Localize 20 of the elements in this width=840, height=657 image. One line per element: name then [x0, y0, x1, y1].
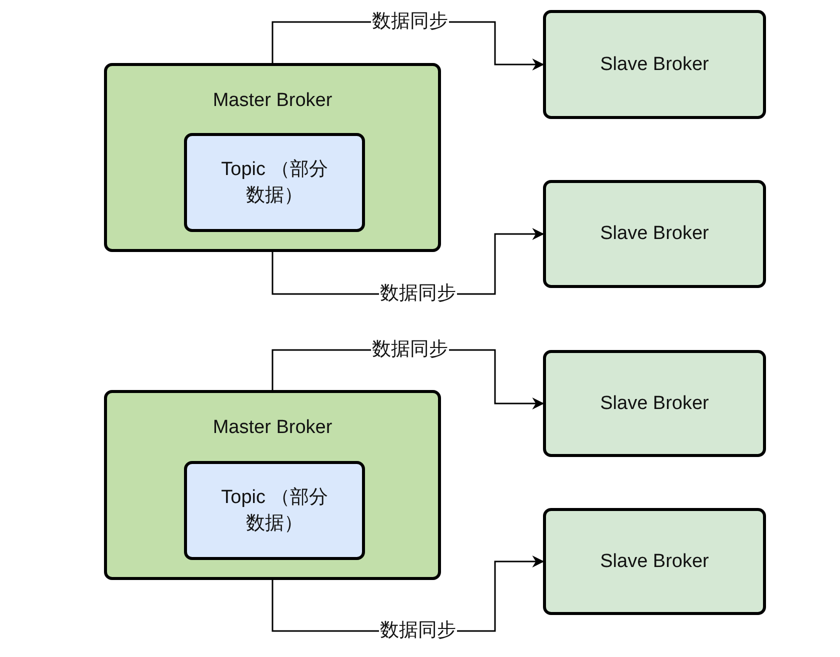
node-label: Master Broker	[212, 89, 332, 113]
node-label: Topic （部分数据）	[220, 486, 329, 536]
edge-label: 数据同步	[371, 339, 449, 361]
broker-box	[104, 63, 441, 252]
broker-box	[104, 390, 441, 580]
broker-box	[543, 508, 766, 615]
edge-label: 数据同步	[379, 620, 457, 642]
node-label: Slave Broker	[600, 392, 709, 416]
broker-box	[543, 10, 766, 119]
topic-box	[184, 133, 365, 232]
topic-box	[184, 461, 365, 560]
node-label: Slave Broker	[600, 550, 709, 574]
broker-box	[543, 350, 766, 457]
node-label: Slave Broker	[600, 52, 709, 76]
node-label: Slave Broker	[600, 222, 709, 246]
node-label: Master Broker	[212, 416, 332, 440]
broker-box	[543, 180, 766, 288]
edge-label: 数据同步	[379, 283, 457, 305]
node-label: Topic （部分数据）	[220, 158, 329, 208]
edge-label: 数据同步	[371, 11, 449, 33]
